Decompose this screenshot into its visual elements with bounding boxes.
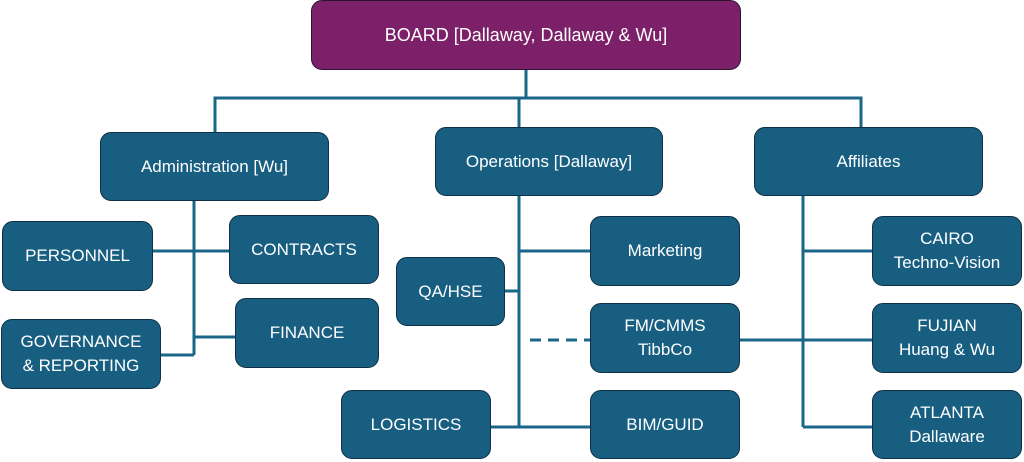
cairo-label-line2: Techno-Vision <box>893 253 1001 272</box>
bim-guid-label: BIM/GUID <box>626 414 704 434</box>
atlanta-node[interactable]: ATLANTA Dallaware <box>872 390 1022 459</box>
contracts-node[interactable]: CONTRACTS <box>229 215 379 284</box>
fm-cmms-label-line2: TibbCo <box>637 340 693 359</box>
board-node[interactable]: BOARD [Dallaway, Dallaway & Wu] <box>311 0 741 70</box>
governance-label-line2: & REPORTING <box>22 356 140 375</box>
cairo-label-line1: CAIRO <box>920 229 974 248</box>
qa-hse-node[interactable]: QA/HSE <box>396 257 505 326</box>
affiliates-node[interactable]: Affiliates <box>754 127 983 196</box>
personnel-node[interactable]: PERSONNEL <box>2 221 153 291</box>
fujian-node[interactable]: FUJIAN Huang & Wu <box>872 303 1022 373</box>
governance-label-line1: GOVERNANCE <box>20 332 142 351</box>
operations-node[interactable]: Operations [Dallaway] <box>435 127 663 196</box>
finance-node[interactable]: FINANCE <box>235 298 379 368</box>
fm-cmms-label-line1: FM/CMMS <box>624 316 706 335</box>
connector-division-bus <box>213 96 863 132</box>
fm-cmms-node[interactable]: FM/CMMS TibbCo <box>590 303 740 373</box>
qa-hse-label: QA/HSE <box>418 281 483 301</box>
governance-reporting-node[interactable]: GOVERNANCE & REPORTING <box>1 319 161 389</box>
logistics-node[interactable]: LOGISTICS <box>341 390 491 459</box>
atlanta-label-line1: ATLANTA <box>910 402 984 422</box>
finance-label: FINANCE <box>269 323 345 342</box>
administration-node[interactable]: Administration [Wu] <box>100 132 329 201</box>
logistics-label: LOGISTICS <box>370 414 462 434</box>
board-label: BOARD [Dallaway, Dallaway & Wu] <box>384 25 668 45</box>
contracts-label: CONTRACTS <box>251 239 357 259</box>
marketing-node[interactable]: Marketing <box>590 216 740 286</box>
affiliates-label: Affiliates <box>836 151 901 171</box>
atlanta-label-line2: Dallaware <box>909 426 985 446</box>
cairo-node[interactable]: CAIRO Techno-Vision <box>872 216 1022 286</box>
operations-label: Operations [Dallaway] <box>465 151 633 171</box>
personnel-label: PERSONNEL <box>25 246 130 265</box>
administration-label: Administration [Wu] <box>140 156 289 176</box>
marketing-label: Marketing <box>627 241 703 260</box>
bim-guid-node[interactable]: BIM/GUID <box>590 390 740 459</box>
fujian-label-line2: Huang & Wu <box>898 340 996 359</box>
fujian-label-line1: FUJIAN <box>917 316 977 335</box>
